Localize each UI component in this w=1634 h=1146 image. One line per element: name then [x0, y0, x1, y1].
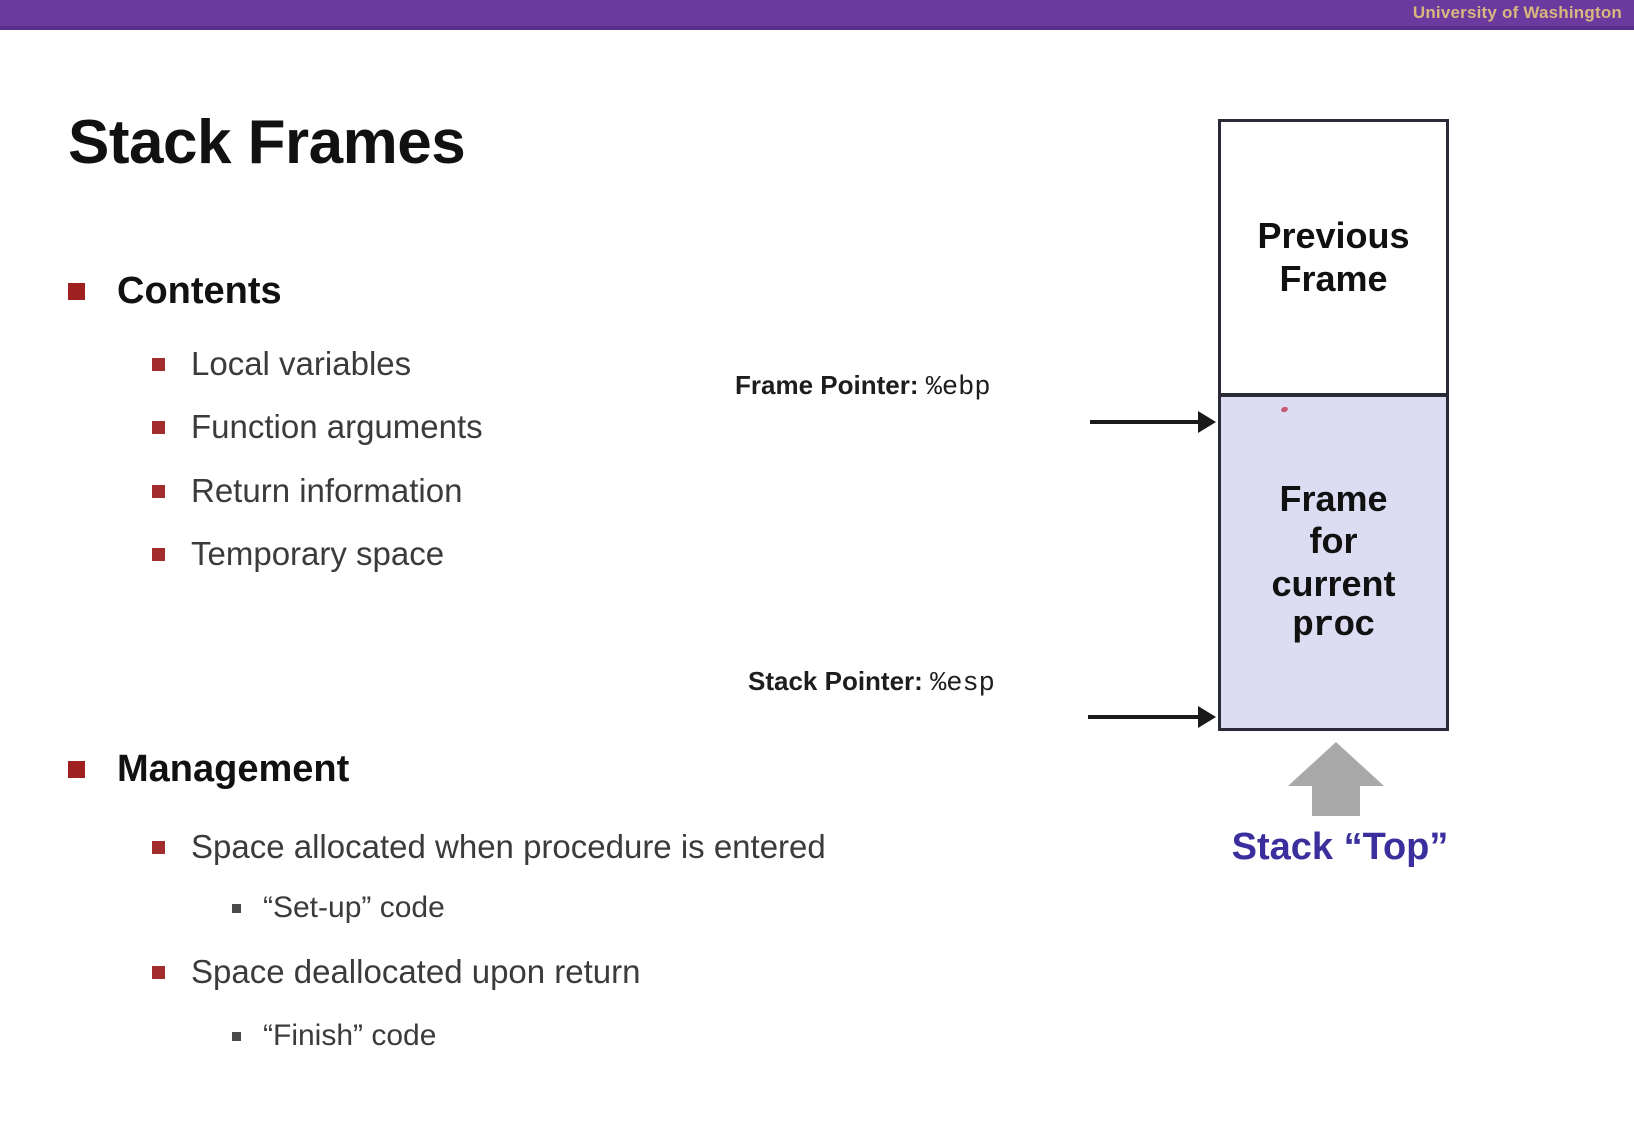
frame-pointer-register: %ebp — [925, 373, 991, 403]
stack-pointer-arrow-head-icon — [1198, 706, 1216, 728]
stack-top-caption: Stack “Top” — [1231, 826, 1449, 868]
square-bullet-icon — [152, 840, 165, 854]
list-item-label: Return information — [191, 472, 463, 509]
current-frame-line2: for — [1309, 520, 1358, 562]
frame-pointer-arrow-head-icon — [1198, 411, 1216, 433]
list-item: Local variables — [152, 345, 411, 383]
list-item: Function arguments — [152, 408, 483, 446]
current-frame-label: Frame for current proc — [1271, 478, 1395, 648]
current-frame-box: Frame for current proc — [1218, 395, 1449, 731]
bullet-management-label: Management — [117, 748, 350, 790]
frame-pointer-label: Frame Pointer: %ebp — [735, 370, 991, 403]
square-bullet-icon — [232, 903, 241, 913]
square-bullet-icon — [152, 420, 165, 434]
list-item: Temporary space — [152, 535, 444, 573]
university-header-bar: University of Washington — [0, 0, 1634, 30]
slide-canvas: Stack Frames Contents Local variables Fu… — [0, 34, 1634, 1146]
bullet-management: Management — [68, 748, 349, 791]
square-bullet-icon — [68, 761, 85, 778]
list-item-label: Local variables — [191, 345, 412, 382]
sub-list-item: “Finish” code — [232, 1019, 436, 1053]
sub-list-item-label: “Finish” code — [263, 1019, 437, 1052]
square-bullet-icon — [152, 547, 165, 561]
bullet-contents: Contents — [68, 270, 282, 313]
square-bullet-icon — [68, 283, 85, 300]
list-item-label: Space deallocated upon return — [191, 953, 641, 990]
list-item: Return information — [152, 472, 462, 510]
list-item-label: Space allocated when procedure is entere… — [191, 828, 826, 865]
previous-frame-label: Previous Frame — [1257, 215, 1409, 300]
square-bullet-icon — [152, 357, 165, 371]
sub-list-item-label: “Set-up” code — [263, 891, 445, 924]
list-item: Space allocated when procedure is entere… — [152, 828, 826, 866]
square-bullet-icon — [232, 1031, 241, 1041]
university-brand-label: University of Washington — [1412, 3, 1622, 22]
frame-pointer-arrow-line — [1090, 420, 1202, 424]
sub-list-item: “Set-up” code — [232, 891, 445, 925]
current-frame-line3: current — [1271, 562, 1396, 604]
stack-pointer-arrow-line — [1088, 715, 1202, 719]
stack-top-up-arrow-icon — [1288, 742, 1384, 816]
bullet-contents-label: Contents — [117, 270, 282, 312]
stack-pointer-text: Stack Pointer: — [748, 666, 923, 696]
square-bullet-icon — [152, 965, 165, 979]
list-item-label: Function arguments — [191, 408, 483, 445]
list-item: Space deallocated upon return — [152, 953, 641, 991]
stack-pointer-register: %esp — [930, 669, 995, 699]
list-item-label: Temporary space — [191, 535, 445, 572]
square-bullet-icon — [152, 484, 165, 498]
current-frame-line1: Frame — [1279, 477, 1388, 519]
previous-frame-line2: Frame — [1279, 257, 1388, 299]
previous-frame-line1: Previous — [1257, 215, 1410, 257]
stack-pointer-label: Stack Pointer: %esp — [748, 666, 995, 699]
page-title: Stack Frames — [68, 108, 466, 177]
frame-pointer-text: Frame Pointer: — [735, 370, 919, 400]
previous-frame-box: Previous Frame — [1218, 119, 1449, 395]
current-frame-line4: proc — [1292, 604, 1375, 646]
